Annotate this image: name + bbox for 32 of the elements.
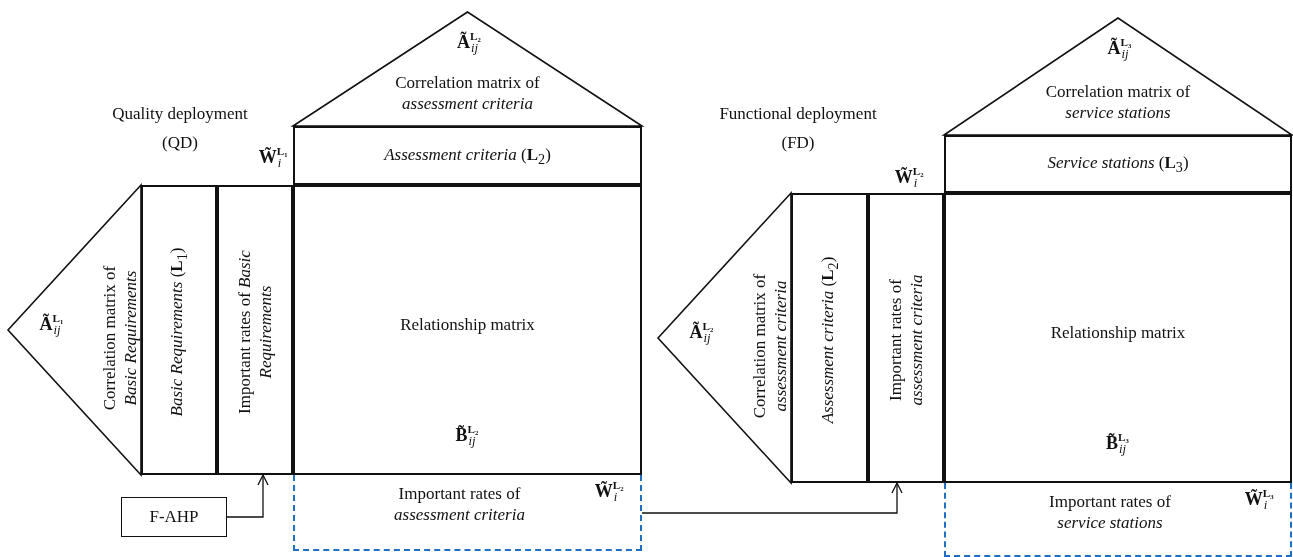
header-band bbox=[944, 135, 1292, 193]
matrix-panel bbox=[944, 193, 1292, 483]
header-band bbox=[293, 126, 642, 185]
roof-triangle bbox=[944, 18, 1292, 135]
column-label: Important rates of Basic Requirements bbox=[233, 249, 276, 416]
section-heading: Functional deployment (FD) bbox=[718, 103, 878, 154]
matrix-label: Relationship matrix bbox=[399, 314, 536, 336]
side-triangle bbox=[658, 193, 791, 483]
side-triangle bbox=[8, 185, 141, 475]
column-panel bbox=[141, 185, 217, 475]
column-label: Important rates of assessment criteria bbox=[884, 273, 927, 408]
panel-label: Important rates of service stations bbox=[1048, 491, 1172, 534]
roof-triangle bbox=[293, 12, 642, 126]
process-box bbox=[121, 497, 227, 537]
section-heading: Quality deployment (QD) bbox=[111, 103, 249, 154]
side-caption: Correlation matrix of Basic Requirements bbox=[98, 264, 141, 413]
panel-label: Important rates of assessment criteria bbox=[393, 483, 526, 526]
connector-arrow bbox=[641, 482, 903, 514]
matrix-panel bbox=[293, 185, 642, 475]
column-panel bbox=[868, 193, 944, 483]
column-panel bbox=[217, 185, 293, 475]
side-caption: Correlation matrix of assessment criteria bbox=[748, 272, 791, 421]
band-label: Service stations (L$_{3}$) bbox=[1046, 152, 1190, 178]
roof-caption: Correlation matrix of service stations bbox=[1044, 81, 1192, 124]
band-label: Assessment criteria (L$_{2}$) bbox=[382, 143, 552, 169]
column-panel bbox=[791, 193, 868, 483]
connector-arrow bbox=[226, 474, 269, 518]
dashed-panel bbox=[944, 483, 1292, 557]
dashed-panel bbox=[293, 475, 642, 551]
matrix-label: Relationship matrix bbox=[1049, 322, 1187, 344]
roof-caption: Correlation matrix of assessment criteria bbox=[394, 72, 541, 115]
box-label: F-AHP bbox=[148, 506, 200, 528]
